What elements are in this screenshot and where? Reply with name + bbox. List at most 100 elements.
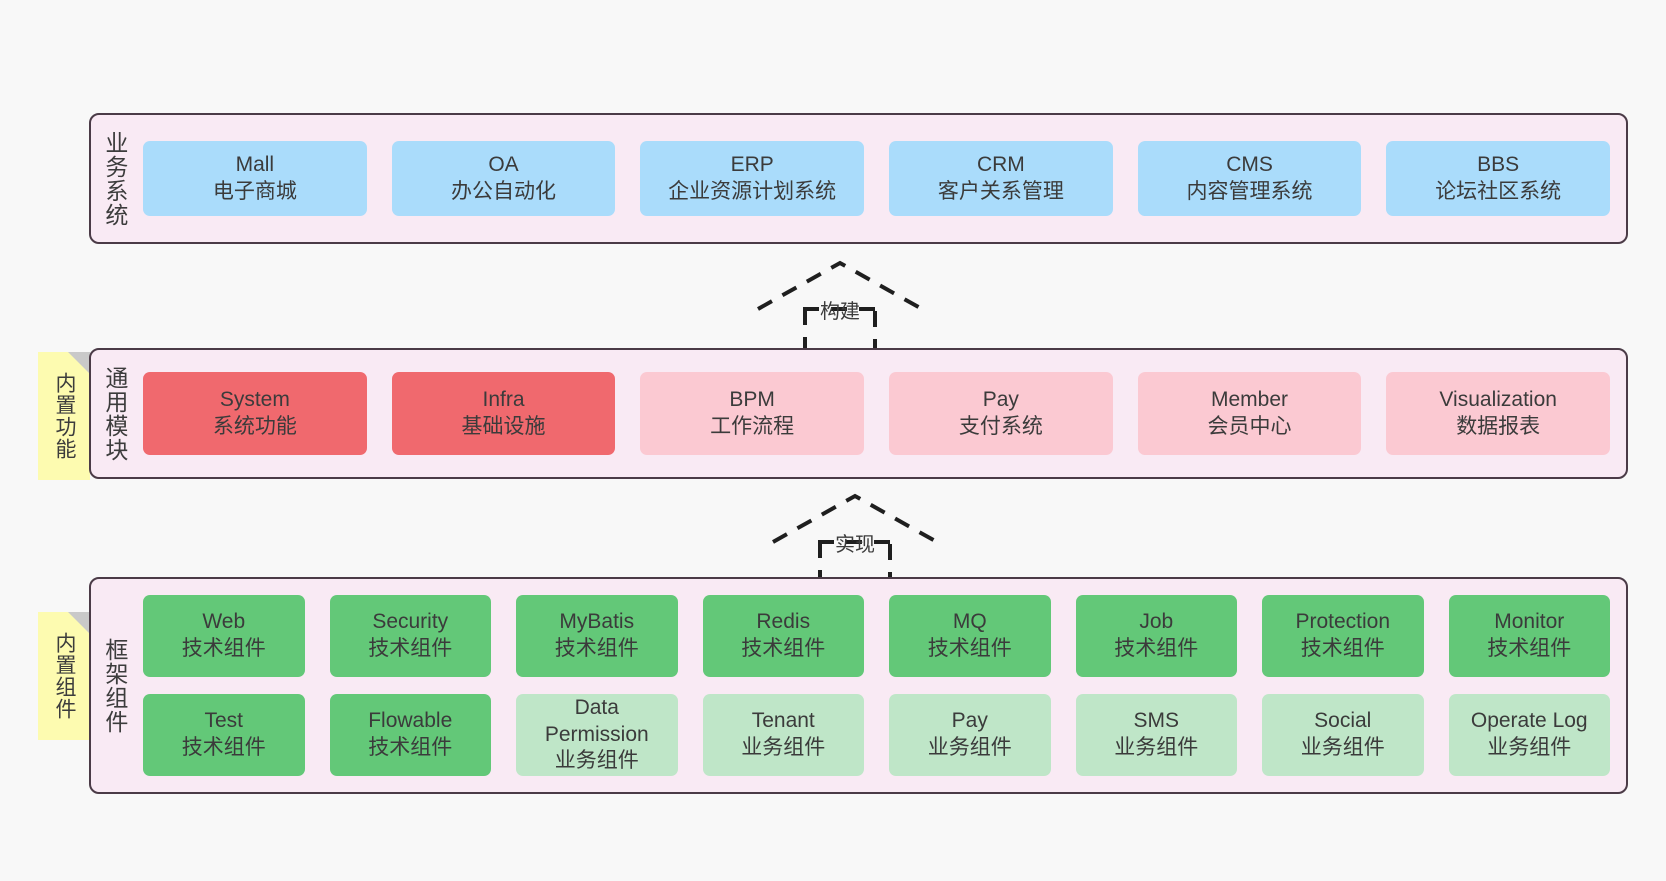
card-subtitle: 技术组件	[368, 736, 453, 759]
card-subtitle: 业务组件	[1114, 736, 1199, 759]
module-card-pay[interactable]: Pay 支付系统	[889, 372, 1113, 455]
card-subtitle: 支付系统	[958, 414, 1043, 438]
card-title: Protection	[1295, 610, 1391, 634]
card-subtitle: 业务组件	[1487, 736, 1572, 759]
layer-business-body: Mall 电子商城 OA 办公自动化 ERP 企业资源计划系统 CRM 客户关系…	[137, 115, 1626, 242]
layer-framework-body: Web 技术组件 Security 技术组件 MyBatis 技术组件 Redi…	[137, 579, 1626, 792]
module-card-bpm[interactable]: BPM 工作流程	[640, 372, 865, 455]
business-row: Mall 电子商城 OA 办公自动化 ERP 企业资源计划系统 CRM 客户关系…	[143, 141, 1611, 216]
card-title: Flowable	[368, 709, 453, 733]
layer-common-title: 通用模块	[101, 365, 128, 462]
component-card-web[interactable]: Web 技术组件	[143, 595, 305, 677]
card-title: Security	[372, 610, 449, 634]
card-title: Pay	[982, 387, 1019, 411]
card-subtitle: 技术组件	[554, 637, 639, 660]
common-row: System 系统功能 Infra 基础设施 BPM 工作流程 Pay 支付系统…	[143, 372, 1611, 455]
card-title: OA	[488, 152, 519, 176]
module-card-visualization[interactable]: Visualization 数据报表	[1386, 372, 1611, 455]
card-subtitle: 工作流程	[710, 414, 795, 438]
module-card-cms[interactable]: CMS 内容管理系统	[1137, 141, 1362, 216]
dashed-generalization-arrow-icon	[757, 260, 923, 355]
card-subtitle: 业务组件	[741, 736, 826, 759]
card-title: BBS	[1477, 152, 1520, 176]
card-title: Operate Log	[1470, 709, 1588, 733]
module-card-infra[interactable]: Infra 基础设施	[391, 372, 616, 455]
card-subtitle: 业务组件	[1300, 736, 1385, 759]
component-card-pay[interactable]: Pay 业务组件	[889, 694, 1051, 776]
card-title: Infra	[482, 387, 525, 411]
module-card-crm[interactable]: CRM 客户关系管理	[889, 141, 1113, 216]
card-title: Tenant	[751, 709, 815, 733]
card-subtitle: 技术组件	[368, 637, 453, 660]
layer-common-body: System 系统功能 Infra 基础设施 BPM 工作流程 Pay 支付系统…	[137, 350, 1626, 477]
component-card-protection[interactable]: Protection 技术组件	[1262, 595, 1424, 677]
module-card-system[interactable]: System 系统功能	[143, 372, 367, 455]
card-subtitle: 业务组件	[927, 736, 1012, 759]
module-card-member[interactable]: Member 会员中心	[1137, 372, 1362, 455]
component-card-mybatis[interactable]: MyBatis 技术组件	[516, 595, 678, 677]
module-card-bbs[interactable]: BBS 论坛社区系统	[1386, 141, 1611, 216]
card-title: CMS	[1226, 152, 1273, 176]
card-title: Member	[1211, 387, 1289, 411]
card-title: Monitor	[1494, 610, 1565, 634]
sticky-note-label: 内置功能	[53, 372, 76, 460]
card-title-line2: Permission	[544, 722, 649, 746]
module-card-oa[interactable]: OA 办公自动化	[391, 141, 616, 216]
component-card-security[interactable]: Security 技术组件	[329, 595, 491, 677]
card-title: BPM	[729, 387, 775, 411]
card-subtitle: 办公自动化	[451, 179, 556, 203]
component-card-job[interactable]: Job 技术组件	[1075, 595, 1237, 677]
card-subtitle: 数据报表	[1456, 414, 1541, 438]
component-card-tenant[interactable]: Tenant 业务组件	[702, 694, 864, 776]
card-subtitle: 技术组件	[181, 736, 266, 759]
component-card-monitor[interactable]: Monitor 技术组件	[1448, 595, 1610, 677]
layer-business-systems: 业务系统 Mall 电子商城 OA 办公自动化 ERP 企业资源计划系统 CRM…	[89, 113, 1628, 244]
component-card-social[interactable]: Social 业务组件	[1262, 694, 1424, 776]
card-title: Web	[202, 610, 246, 634]
component-card-operate-log[interactable]: Operate Log 业务组件	[1448, 694, 1610, 776]
card-subtitle: 技术组件	[1487, 637, 1572, 660]
connector-implement: 实现	[770, 490, 940, 590]
card-subtitle: 基础设施	[461, 414, 546, 438]
sticky-fold-corner-icon	[68, 612, 90, 634]
component-card-mq[interactable]: MQ 技术组件	[889, 595, 1051, 677]
card-subtitle: 企业资源计划系统	[668, 179, 837, 203]
card-subtitle: 内容管理系统	[1186, 179, 1313, 203]
card-subtitle: 技术组件	[181, 637, 266, 660]
card-title: ERP	[730, 152, 774, 176]
card-title: Redis	[756, 610, 811, 634]
card-title: Visualization	[1439, 387, 1557, 411]
module-card-erp[interactable]: ERP 企业资源计划系统	[640, 141, 865, 216]
card-title: System	[219, 387, 290, 411]
card-subtitle: 技术组件	[1114, 637, 1199, 660]
sticky-note-builtin-components: 内置组件	[38, 612, 90, 740]
module-card-mall[interactable]: Mall 电子商城	[143, 141, 367, 216]
component-card-redis[interactable]: Redis 技术组件	[702, 595, 864, 677]
layer-framework-components: 框架组件 Web 技术组件 Security 技术组件 MyBatis 技术组件…	[89, 577, 1628, 794]
sticky-note-label: 内置组件	[53, 632, 76, 720]
card-title: SMS	[1133, 709, 1179, 733]
component-card-test[interactable]: Test 技术组件	[143, 694, 305, 776]
card-subtitle: 客户关系管理	[937, 179, 1064, 203]
card-title: CRM	[976, 152, 1025, 176]
dashed-generalization-arrow-icon	[772, 493, 938, 588]
card-subtitle: 论坛社区系统	[1435, 179, 1562, 203]
card-subtitle: 技术组件	[741, 637, 826, 660]
component-card-sms[interactable]: SMS 业务组件	[1075, 694, 1237, 776]
component-card-data-permission[interactable]: Data Permission 业务组件	[516, 694, 678, 776]
card-title: Mall	[235, 152, 275, 176]
layer-business-title: 业务系统	[101, 130, 128, 227]
card-title: MQ	[952, 610, 987, 634]
card-subtitle: 会员中心	[1207, 414, 1292, 438]
card-title: Data	[574, 695, 619, 719]
component-card-flowable[interactable]: Flowable 技术组件	[329, 694, 491, 776]
layer-framework-title: 框架组件	[101, 637, 128, 734]
framework-row-tech: Web 技术组件 Security 技术组件 MyBatis 技术组件 Redi…	[143, 595, 1610, 677]
card-subtitle: 技术组件	[927, 637, 1012, 660]
card-subtitle: 电子商城	[212, 179, 297, 203]
card-title: Job	[1139, 610, 1174, 634]
card-subtitle: 技术组件	[1300, 637, 1385, 660]
card-subtitle: 业务组件	[554, 749, 639, 773]
card-title: Test	[204, 709, 243, 733]
